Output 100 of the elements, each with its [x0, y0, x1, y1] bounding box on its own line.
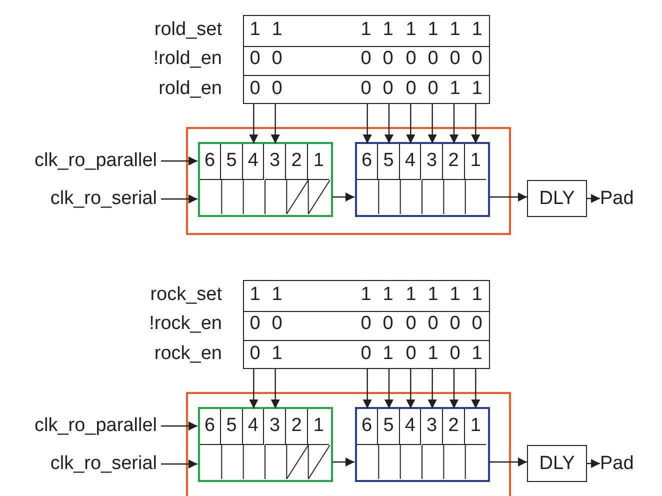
module-frame: [186, 392, 511, 496]
bit-value: 0: [449, 342, 461, 365]
bit-value: 0: [360, 78, 372, 100]
arrow: [490, 458, 527, 466]
bit-value: 0: [449, 313, 461, 336]
arrow: [428, 104, 437, 144]
bit-value: 0: [360, 48, 372, 70]
arrow: [587, 194, 600, 203]
row-label: !rock_en: [149, 313, 222, 336]
register-cell: 1: [308, 408, 330, 444]
arrow: [362, 104, 372, 144]
arrow: [332, 192, 354, 202]
arrow: [406, 104, 416, 144]
delay-box: DLY: [527, 445, 587, 482]
arrow: [362, 369, 372, 408]
arrow: [332, 458, 354, 466]
bit-value: 0: [382, 313, 394, 336]
arrow: [449, 369, 458, 408]
bit-value: 1: [427, 342, 439, 365]
register-cell: 1: [464, 144, 486, 180]
arrow: [161, 194, 198, 204]
register-cell: 2: [286, 144, 308, 180]
register-cell: 1: [308, 144, 330, 180]
register-cell: 6: [200, 408, 222, 444]
signal-label: clk_ro_serial: [0, 188, 157, 210]
arrow: [384, 369, 394, 408]
bit-value: 0: [405, 78, 417, 100]
arrow: [471, 104, 480, 144]
arrow: [161, 460, 198, 468]
bit-value: 1: [471, 18, 483, 41]
arrow: [161, 156, 198, 166]
bit-value: 0: [405, 342, 417, 365]
bit-value: 1: [449, 284, 461, 306]
bit-value: 0: [471, 313, 483, 336]
bit-value: 0: [382, 78, 394, 100]
bit-value: 0: [471, 48, 483, 70]
register-cell: 3: [264, 144, 286, 180]
bit-value: 1: [360, 284, 372, 306]
register-cell: 5: [378, 144, 400, 180]
arrow: [249, 369, 258, 408]
register-cell: 5: [378, 408, 400, 444]
bit-value: 0: [382, 48, 394, 70]
bit-value: 1: [405, 284, 417, 306]
arrow: [249, 104, 258, 144]
row-label: rold_en: [158, 78, 222, 100]
shift-register: [198, 406, 332, 482]
bit-value: 1: [360, 18, 372, 41]
register-cell: 4: [400, 408, 422, 444]
bit-value: 1: [405, 18, 417, 41]
arrow: [270, 104, 280, 144]
bit-value: 0: [271, 78, 283, 100]
bit-value: 1: [249, 18, 261, 41]
bit-value: 0: [405, 313, 417, 336]
shift-register: [354, 142, 490, 216]
bit-value: 1: [471, 78, 483, 100]
arrow: [449, 104, 458, 144]
arrow: [270, 369, 280, 408]
arrow: [384, 104, 394, 144]
bit-value: 0: [405, 48, 417, 70]
register-cell: 6: [356, 408, 378, 444]
bit-value: 0: [271, 48, 283, 70]
bit-value: 1: [449, 78, 461, 100]
arrow: [587, 459, 600, 468]
bit-value: 1: [471, 284, 483, 306]
row-label: rock_set: [150, 284, 222, 306]
bit-value: 1: [427, 18, 439, 41]
arrow: [490, 192, 527, 202]
shift-register: [354, 406, 490, 482]
bit-value: 0: [249, 342, 261, 365]
module-frame: [186, 127, 511, 235]
arrow: [471, 369, 480, 408]
bit-value: 1: [382, 342, 394, 365]
bit-value: 0: [249, 313, 261, 336]
row-label: rock_en: [154, 342, 222, 365]
signal-label: Pad: [600, 453, 640, 475]
bit-table: [243, 15, 490, 104]
signal-label: Pad: [600, 188, 640, 210]
register-cell: 3: [264, 408, 286, 444]
bit-value: 1: [271, 342, 283, 365]
bit-value: 0: [249, 78, 261, 100]
bit-value: 1: [271, 284, 283, 306]
signal-label: clk_ro_parallel: [0, 415, 157, 437]
bit-value: 1: [382, 18, 394, 41]
delay-box: DLY: [527, 180, 587, 217]
bit-value: 0: [271, 313, 283, 336]
bit-value: 0: [449, 48, 461, 70]
register-cell: 1: [464, 408, 486, 444]
register-cell: 5: [221, 144, 243, 180]
bit-value: 0: [427, 48, 439, 70]
row-label: rold_set: [154, 18, 222, 41]
register-cell: 3: [422, 408, 444, 444]
register-cell: 2: [443, 144, 465, 180]
bit-value: 0: [360, 313, 372, 336]
register-cell: 3: [422, 144, 444, 180]
bit-value: 0: [360, 342, 372, 365]
register-cell: 6: [200, 144, 222, 180]
shift-register: [198, 142, 332, 216]
register-cell: 2: [443, 408, 465, 444]
bit-table: [243, 280, 490, 369]
row-label: !rold_en: [153, 48, 222, 70]
